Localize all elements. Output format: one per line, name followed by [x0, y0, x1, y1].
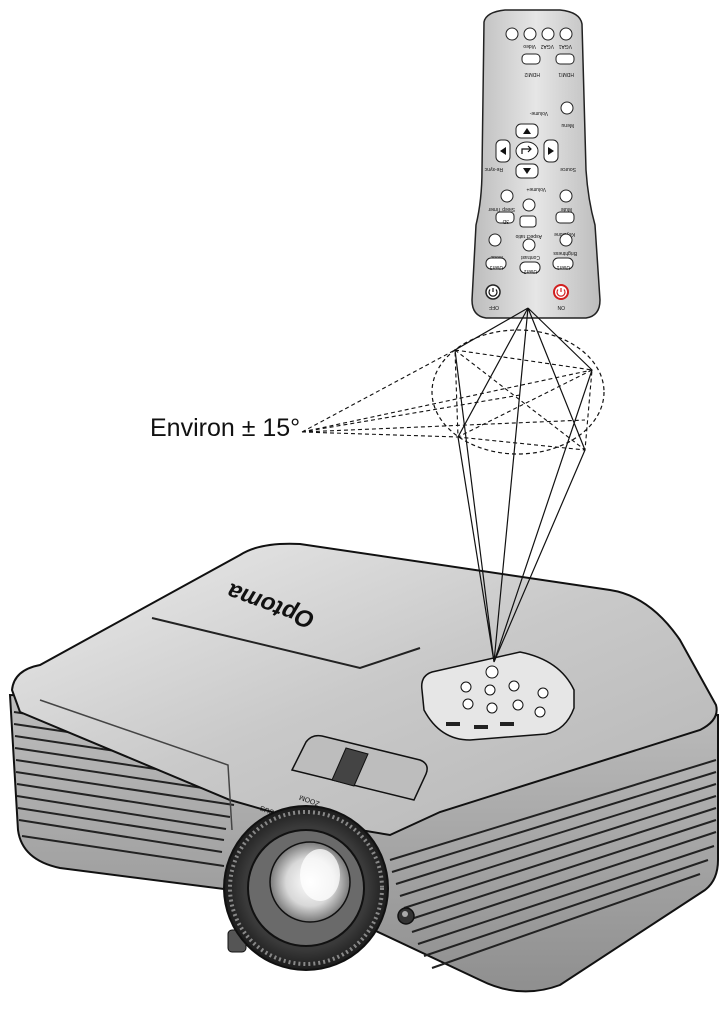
up-arrow-icon — [523, 128, 531, 134]
hdmi2-label: HDMI2 — [524, 71, 540, 77]
keystone-key — [555, 211, 575, 224]
power-on-icon — [556, 288, 566, 297]
hdmi1-label: HDMI1 — [558, 71, 574, 77]
menu-label: Menu — [561, 122, 574, 128]
keystone-button — [522, 198, 536, 212]
mute-button — [559, 189, 573, 203]
off-label: OFF — [489, 304, 499, 310]
on-label: ON — [557, 304, 565, 310]
vga2-button — [541, 27, 555, 41]
mode-label: Mode — [490, 254, 503, 260]
hdmi2-button — [521, 53, 541, 65]
resync-label: Re-sync — [484, 166, 503, 172]
remote-power-buttons: ON OFF — [485, 284, 569, 310]
angle-label: Environ ± 15° — [150, 414, 301, 442]
enter-button — [515, 141, 539, 161]
contrast-label: Contrast — [520, 254, 540, 260]
volume-plus-label: Volume+ — [526, 186, 546, 192]
remote-function-buttons: Mute Sleep Timer 3D Keystone Aspect rati… — [485, 189, 577, 274]
top-panel-divider — [151, 617, 421, 670]
three-d-key — [495, 211, 515, 224]
projector-keypad — [420, 651, 575, 741]
user1-button — [552, 257, 574, 270]
left-arrow-icon — [500, 147, 506, 155]
user1-label: User1 — [556, 264, 570, 270]
aspect-ratio-key — [519, 215, 537, 228]
enter-icon — [521, 145, 532, 154]
contrast-button — [522, 238, 536, 252]
remote-source-buttons: VGA1 VGA2 Video HDMI1 HDMI2 — [505, 27, 575, 77]
keypad-button-8 — [534, 706, 546, 718]
brightness-button — [559, 233, 573, 247]
front-panel-edge — [39, 699, 233, 831]
keypad-button-6 — [486, 702, 498, 714]
range-dashed-lines — [301, 349, 593, 451]
keypad-button-7 — [512, 699, 524, 711]
keypad-power-button — [485, 665, 499, 679]
wide-button — [505, 27, 519, 41]
hdmi1-button — [555, 53, 575, 65]
three-d-label: 3D — [502, 218, 509, 224]
right-arrow-icon — [548, 147, 554, 155]
zoom-lever — [331, 747, 369, 787]
power-off-icon — [488, 288, 498, 297]
keypad-button-2 — [484, 684, 496, 696]
mode-button — [488, 233, 502, 247]
keypad-button-3 — [508, 680, 520, 692]
keypad-button-1 — [460, 681, 472, 693]
volume-minus-label: Volume- — [529, 110, 548, 116]
angle-range-circle — [431, 329, 605, 455]
ir-angle-diagram — [301, 307, 605, 663]
mute-label: Mute — [561, 206, 572, 212]
vga2-label: VGA2 — [540, 43, 554, 49]
projector: Optoma ZOOM FOCUS — [8, 542, 719, 993]
brightness-label: Brightness — [553, 250, 577, 256]
vga1-button — [559, 27, 573, 41]
vga1-label: VGA1 — [558, 43, 572, 49]
keypad-led-3 — [500, 722, 514, 726]
menu-button — [560, 101, 574, 115]
projector-top — [10, 542, 718, 837]
aspect-ratio-label: Aspect ratio — [515, 233, 542, 239]
keypad-led-1 — [446, 722, 460, 726]
keypad-led-2 — [474, 725, 488, 729]
ir-receiver-lens — [402, 911, 408, 917]
sleep-timer-button — [500, 189, 514, 203]
remote-navigation-pad: Menu Volume- Source Re-sync Volume+ — [484, 101, 576, 192]
keypad-button-5 — [462, 698, 474, 710]
projector-lens-assembly — [223, 805, 389, 971]
user2-button — [519, 261, 541, 274]
source-label: Source — [560, 166, 576, 172]
remote-control: VGA1 VGA2 Video HDMI1 HDMI2 Menu Volume-… — [471, 9, 601, 319]
lens-highlight — [300, 849, 340, 901]
keypad-panel — [420, 651, 575, 741]
focus-ring-grip — [228, 810, 384, 966]
down-arrow-icon — [523, 168, 531, 174]
keypad-button-4 — [537, 687, 549, 699]
user2-label: User2 — [523, 268, 537, 274]
sleep-timer-label: Sleep Timer — [488, 206, 515, 212]
ir-beam-lines — [454, 307, 593, 663]
video-button — [523, 27, 537, 41]
user3-label: User3 — [489, 264, 503, 270]
video-label: Video — [523, 43, 536, 49]
user3-button — [485, 257, 507, 270]
